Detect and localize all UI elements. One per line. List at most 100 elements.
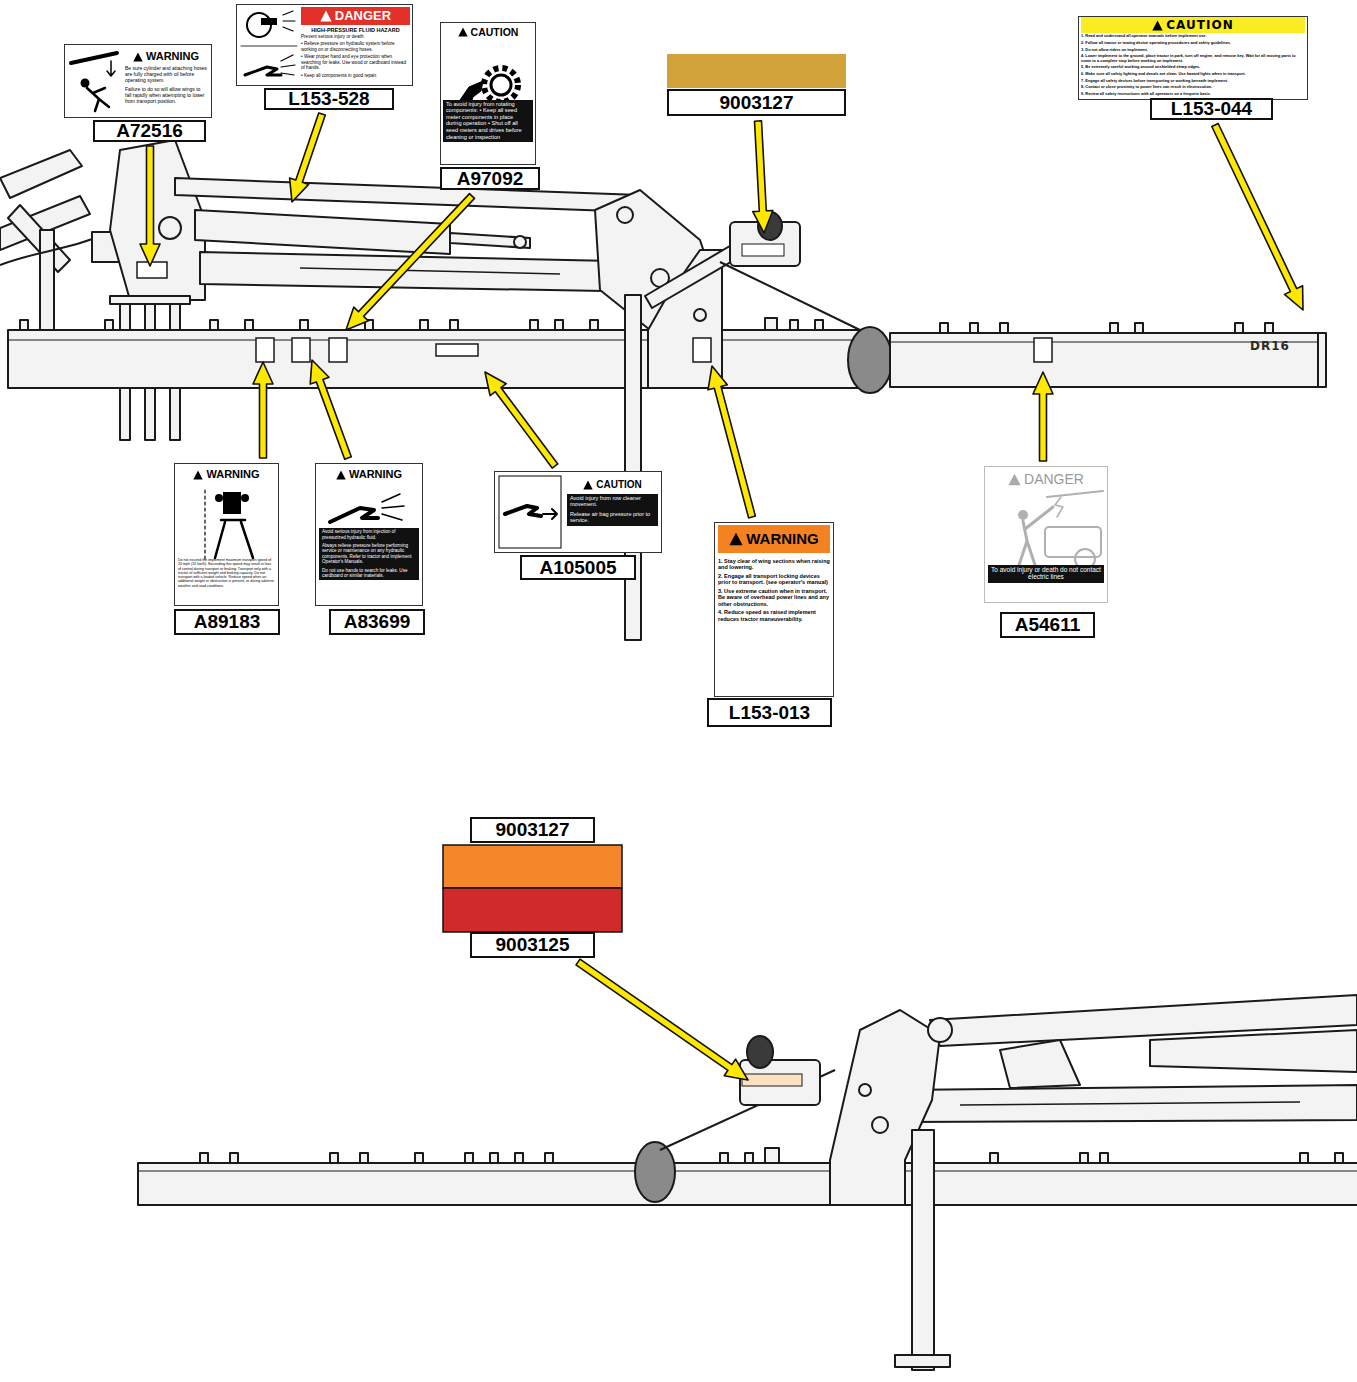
decal-text-block: Failure to do so will allow wings to fal… bbox=[125, 87, 207, 105]
signal-word: WARNING bbox=[146, 50, 199, 63]
decal-text: 3. Use extreme caution when in transport… bbox=[718, 588, 829, 607]
decal-text: 2. Engage all transport locking devices … bbox=[718, 573, 828, 585]
decal-text: • Relieve pressure on hydraulic system b… bbox=[301, 41, 395, 51]
safety-decal: WARNING Avoid serious injury from injecti… bbox=[315, 463, 423, 606]
decal-text: 4. Reduce speed as raised implement redu… bbox=[718, 609, 816, 621]
decal-text: Avoid injury from row cleaner movement. bbox=[570, 495, 641, 507]
alert-triangle bbox=[1008, 473, 1021, 486]
safety-decal: CAUTION1. Read and understand all operat… bbox=[1078, 16, 1308, 100]
decal-text: 3. Do not allow riders on implement. bbox=[1081, 47, 1148, 52]
part-number: A54611 bbox=[1000, 612, 1095, 638]
decal-text-block: Always relieve pressure before performin… bbox=[319, 542, 419, 567]
decal-text: Failure to do so will allow wings to fal… bbox=[125, 86, 205, 104]
decal-text-block: 3. Use extreme caution when in transport… bbox=[718, 588, 830, 607]
alert-triangle bbox=[320, 10, 332, 22]
decal-text: Do not use hands to search for leaks. Us… bbox=[322, 568, 408, 578]
decal-text: 1. Stay clear of wing sections when rais… bbox=[718, 558, 830, 570]
part-number: A105005 bbox=[520, 555, 636, 580]
decal-text: Avoid serious injury from injection of p… bbox=[322, 529, 395, 539]
decal-text-block: • Keep all components in good repair. bbox=[301, 73, 410, 78]
decal-text-block: • Wear proper hand and eye protection wh… bbox=[301, 54, 410, 70]
signal-word: CAUTION bbox=[596, 479, 642, 491]
decal-text: Always relieve pressure before performin… bbox=[322, 543, 412, 564]
alert-triangle bbox=[133, 52, 143, 62]
orange-reflector bbox=[443, 845, 622, 888]
leader-arrow bbox=[1212, 124, 1303, 311]
signal-word: WARNING bbox=[349, 468, 402, 481]
decal-text-block: 2. Follow all tractor or towing device o… bbox=[1081, 41, 1305, 46]
safety-decal: CAUTION Avoid injury from row cleaner mov… bbox=[494, 471, 662, 553]
alert-triangle bbox=[193, 470, 203, 480]
safety-decal: DANGER HIGH-PRESSURE FLUID HAZARDPrevent … bbox=[236, 4, 413, 86]
part-number: A89183 bbox=[174, 609, 280, 635]
decal-text: Prevent serious injury or death: bbox=[301, 34, 365, 39]
decal-text: 2. Follow all tractor or towing device o… bbox=[1081, 40, 1231, 45]
decal-text-block: 2. Engage all transport locking devices … bbox=[718, 573, 830, 586]
decal-text-block: To avoid injury or death do not contact … bbox=[988, 565, 1104, 583]
signal-word: WARNING bbox=[746, 530, 819, 548]
decal-header: CAUTION bbox=[443, 25, 533, 40]
toolbar-frame bbox=[8, 212, 1326, 640]
decal-header: WARNING bbox=[319, 467, 419, 482]
decal-text-block: 1. Read and understand all operator manu… bbox=[1081, 34, 1305, 39]
decal-text-block: 7. Engage all safety devices before tran… bbox=[1081, 79, 1305, 84]
red-reflector bbox=[443, 888, 622, 932]
part-number: A72516 bbox=[93, 120, 206, 142]
decal-text: 5. Be extremely careful working around u… bbox=[1081, 64, 1200, 69]
safety-decal: DANGER To avoid injury or death do not co… bbox=[984, 466, 1108, 603]
decal-text: To avoid injury from rotating components… bbox=[446, 101, 522, 140]
model-badge: DR16 bbox=[1250, 339, 1290, 353]
decal-text: 9. Review all safety instructions with a… bbox=[1081, 91, 1211, 96]
decal-text-block: 5. Be extremely careful working around u… bbox=[1081, 65, 1305, 70]
part-number: A83699 bbox=[329, 609, 425, 635]
decal-text-block: HIGH-PRESSURE FLUID HAZARD bbox=[301, 27, 410, 33]
decal-text: 1. Read and understand all operator manu… bbox=[1081, 33, 1207, 38]
decal-header: DANGER bbox=[988, 470, 1104, 489]
decal-text-block: To avoid injury from rotating components… bbox=[443, 100, 533, 143]
decal-header: WARNING bbox=[718, 525, 830, 553]
part-number: 9003127 bbox=[470, 817, 595, 843]
pictogram bbox=[441, 23, 537, 166]
decal-header: CAUTION bbox=[1081, 17, 1305, 33]
decal-text: 8. Contact or close proximity to power l… bbox=[1081, 84, 1212, 89]
decal-text: 4. Lower implement to the ground, place … bbox=[1081, 53, 1296, 63]
leader-arrow bbox=[290, 113, 326, 202]
decal-text: • Wear proper hand and eye protection wh… bbox=[301, 54, 406, 70]
safety-decal: WARNING 1. Stay clear of wing sections wh… bbox=[714, 522, 834, 697]
alert-triangle bbox=[336, 470, 346, 480]
leader-arrow bbox=[310, 360, 351, 459]
decal-text: Be sure cylinder and attaching hoses are… bbox=[125, 65, 207, 83]
decal-text-block: 8. Contact or close proximity to power l… bbox=[1081, 85, 1305, 90]
part-number: 9003127 bbox=[667, 89, 846, 116]
decal-text: Release air bag pressure prior to servic… bbox=[570, 511, 650, 523]
alert-triangle bbox=[729, 532, 743, 546]
decal-header: CAUTION bbox=[567, 478, 658, 492]
leader-arrow bbox=[253, 362, 273, 458]
decal-text-block: 9. Review all safety instructions with a… bbox=[1081, 92, 1305, 97]
part-number: L153-013 bbox=[707, 698, 832, 727]
decal-text: To avoid injury or death do not contact … bbox=[991, 566, 1101, 581]
decal-text-block: Release air bag pressure prior to servic… bbox=[567, 510, 658, 526]
decal-text: Do not exceed the implement maximum tran… bbox=[178, 558, 274, 587]
part-number: 9003125 bbox=[470, 932, 595, 958]
signal-word: CAUTION bbox=[471, 26, 519, 39]
leader-arrow bbox=[140, 146, 160, 266]
signal-word: WARNING bbox=[206, 468, 259, 481]
leader-arrows bbox=[140, 113, 1303, 1080]
decal-text-block: 4. Lower implement to the ground, place … bbox=[1081, 54, 1305, 63]
part-number: L153-528 bbox=[264, 88, 394, 110]
decal-patch bbox=[137, 262, 1052, 362]
hitch bbox=[0, 150, 122, 330]
safety-decal: WARNING Be sure cylinder and attaching ho… bbox=[64, 44, 212, 118]
alert-triangle bbox=[458, 27, 468, 37]
decal-text-block: 1. Stay clear of wing sections when rais… bbox=[718, 558, 830, 571]
alert-triangle bbox=[1152, 20, 1163, 31]
leader-arrow bbox=[346, 194, 475, 330]
decal-text-block: 4. Reduce speed as raised implement redu… bbox=[718, 609, 830, 622]
signal-word: DANGER bbox=[1024, 471, 1084, 488]
decal-header: DANGER bbox=[301, 7, 410, 25]
pictogram bbox=[985, 467, 1109, 604]
leader-arrow bbox=[1033, 372, 1053, 461]
signal-word: CAUTION bbox=[1166, 18, 1233, 32]
